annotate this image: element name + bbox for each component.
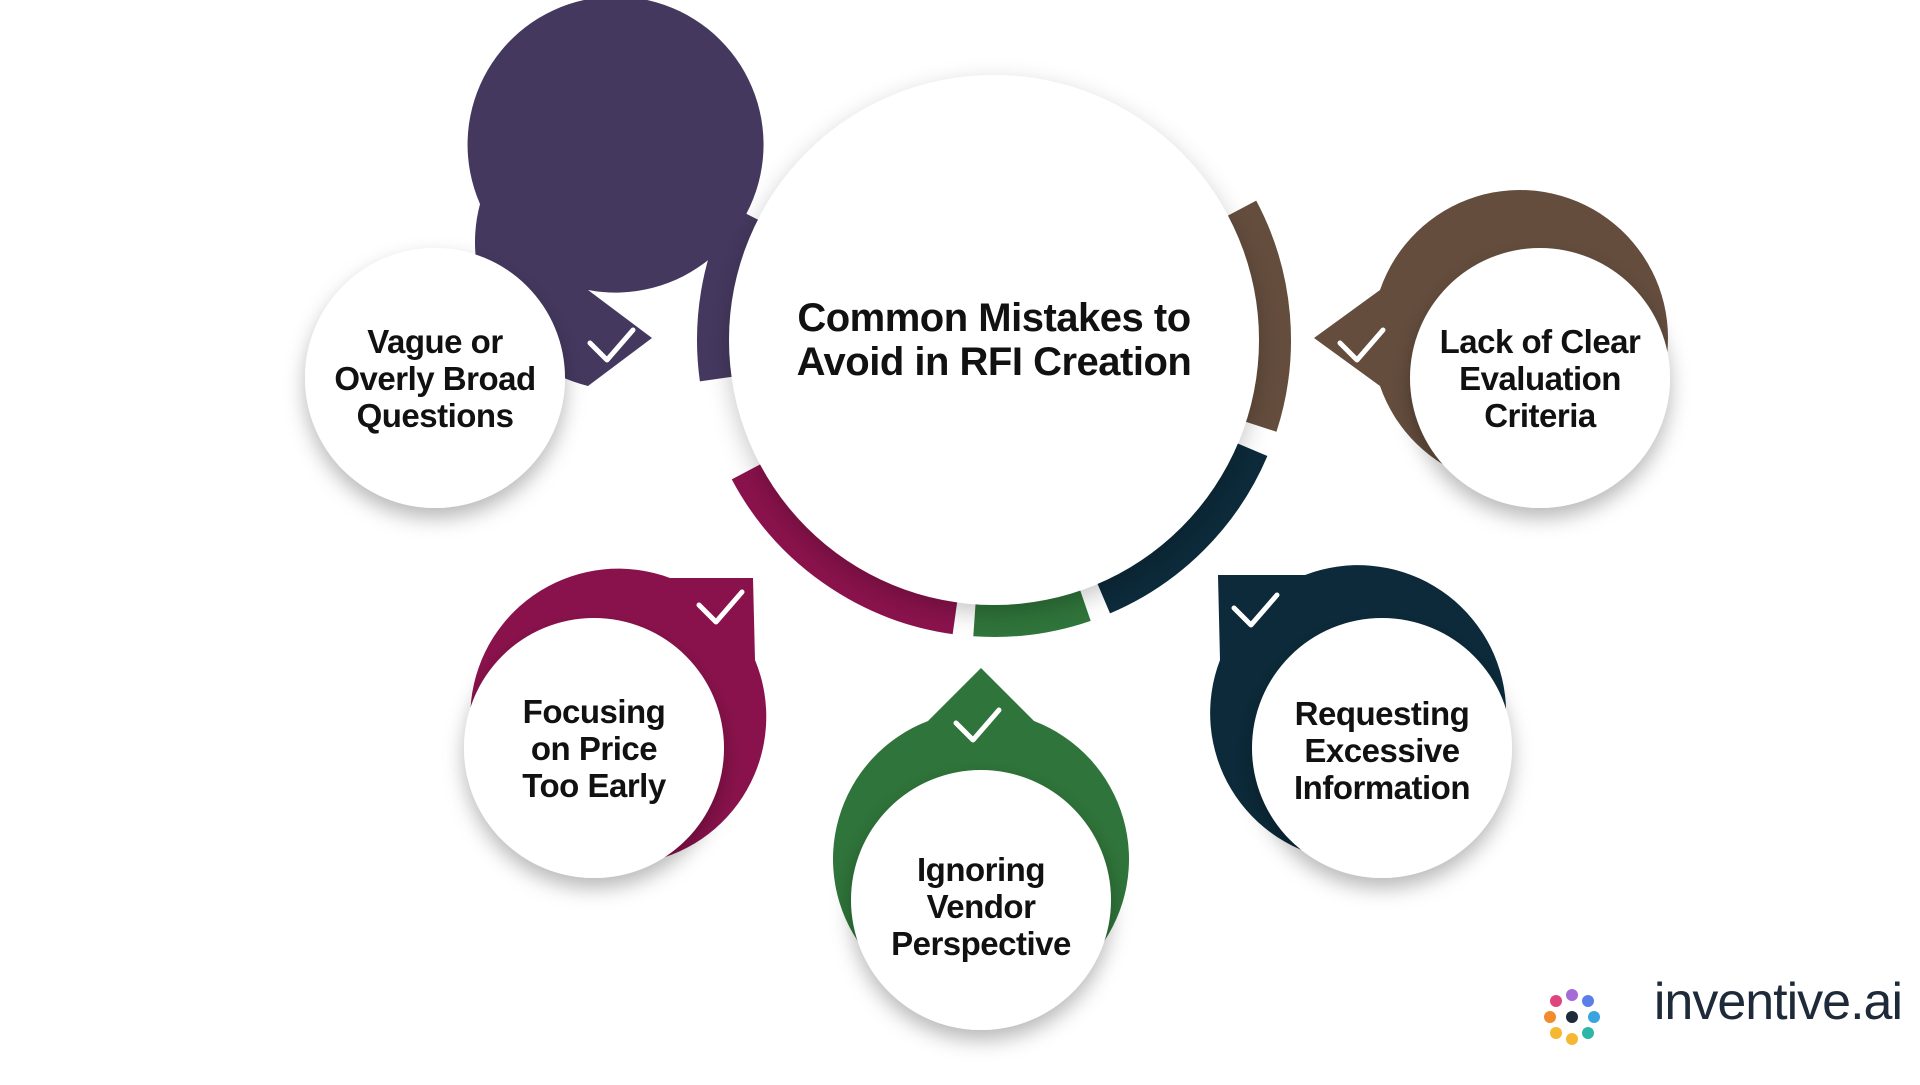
item-label-line: Ignoring — [917, 850, 1045, 888]
badge-shape — [467, 0, 764, 386]
item-label-line: Focusing — [522, 692, 666, 730]
ring-segment-1 — [697, 205, 764, 382]
center-circle — [729, 75, 1259, 605]
item-label-line: Too Early — [522, 766, 666, 804]
item-label-line: Vague or — [367, 322, 503, 360]
item-label-line: Questions — [356, 396, 514, 434]
item-vague-questions — [305, 0, 764, 508]
badge-circle — [1252, 618, 1512, 878]
ring-segment-2 — [731, 461, 959, 635]
badge-circle — [305, 248, 565, 508]
ring-segment-5 — [1222, 200, 1291, 432]
item-label-line: Information — [1294, 768, 1470, 806]
item-price-too-early — [464, 568, 767, 878]
item-label-vague-questions: Vague or Overly Broad Questions — [305, 318, 565, 438]
badge-circle — [1410, 248, 1670, 508]
check-icon — [696, 589, 745, 625]
ring-segment-3 — [973, 584, 1091, 637]
center-ring — [697, 200, 1291, 637]
item-label-excessive-information: Requesting Excessive Information — [1252, 690, 1512, 810]
item-label-line: Vendor — [926, 887, 1036, 925]
item-label-price-too-early: Focusing on Price Too Early — [464, 688, 724, 808]
brand-name: inventive.ai — [1653, 973, 1903, 1031]
title-line-1: Common Mistakes to — [797, 296, 1191, 340]
badge-circle — [464, 618, 724, 878]
item-label-line: Evaluation — [1459, 359, 1621, 397]
check-icon — [587, 327, 636, 363]
item-excessive-information — [1210, 565, 1512, 878]
title-line-2: Avoid in RFI Creation — [796, 340, 1192, 384]
diagram-title: Common Mistakes to Avoid in RFI Creation — [764, 290, 1224, 390]
item-label-vendor-perspective: Ignoring Vendor Perspective — [851, 846, 1111, 966]
inventive-logo-icon — [1544, 989, 1600, 1045]
item-label-line: Criteria — [1484, 396, 1596, 434]
item-label-line: Overly Broad — [334, 359, 536, 397]
badge-circle — [851, 770, 1111, 1030]
check-icon — [1337, 327, 1386, 363]
brand-logo: inventive.ai — [1648, 967, 1903, 1037]
item-label-evaluation-criteria: Lack of Clear Evaluation Criteria — [1410, 318, 1670, 438]
item-label-line: on Price — [530, 729, 658, 767]
ring-segment-4 — [1094, 440, 1268, 614]
check-icon — [1231, 592, 1280, 628]
item-vendor-perspective — [833, 668, 1129, 1030]
check-icon — [953, 707, 1002, 743]
item-label-line: Perspective — [891, 924, 1071, 962]
item-evaluation-criteria — [1314, 190, 1670, 508]
item-label-line: Lack of Clear — [1439, 322, 1641, 360]
item-label-line: Requesting — [1294, 694, 1470, 732]
item-label-line: Excessive — [1304, 731, 1460, 769]
